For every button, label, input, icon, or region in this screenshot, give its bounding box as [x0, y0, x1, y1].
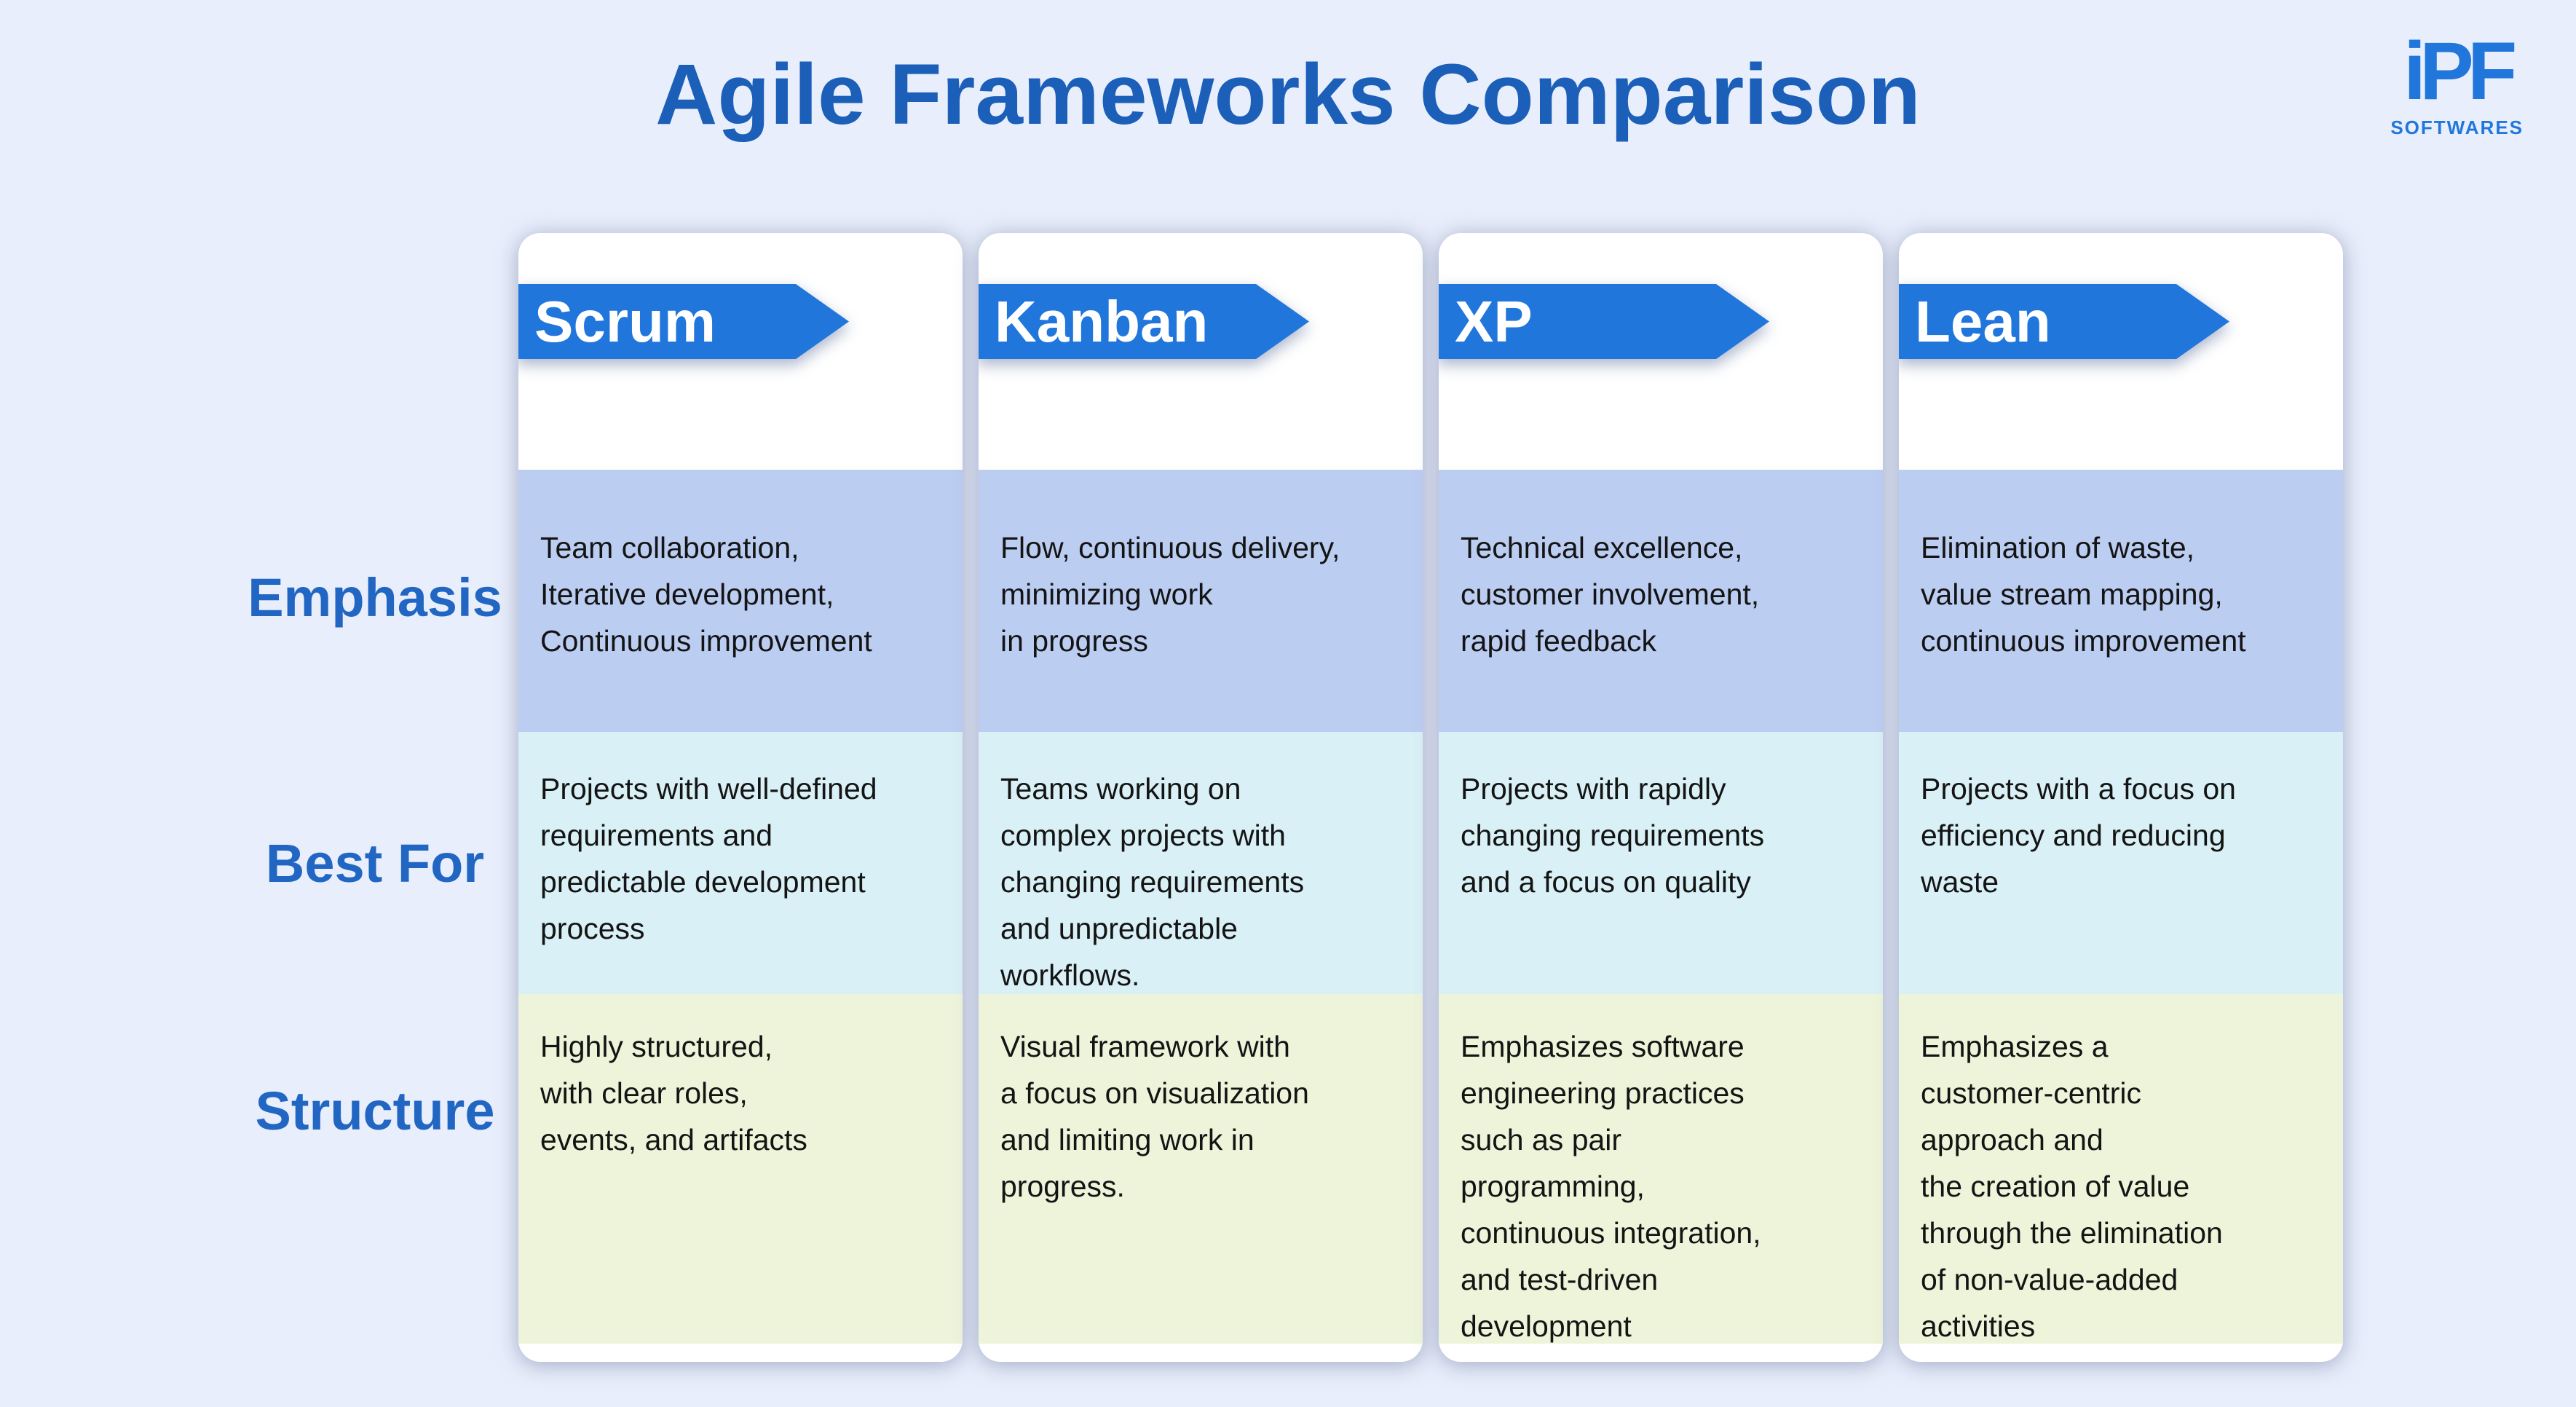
cell-xp-emphasis: Technical excellence, customer involveme…: [1439, 470, 1883, 732]
cell-lean-structure: Emphasizes a customer-centric approach a…: [1899, 994, 2343, 1344]
framework-name-kanban: Kanban: [995, 288, 1209, 354]
cell-lean-emphasis: Elimination of waste, value stream mappi…: [1899, 470, 2343, 732]
cell-kanban-emphasis: Flow, continuous delivery, minimizing wo…: [979, 470, 1423, 732]
cell-lean-best-for: Projects with a focus on efficiency and …: [1899, 732, 2343, 994]
framework-name-lean: Lean: [1915, 288, 2051, 354]
cell-scrum-structure: Highly structured, with clear roles, eve…: [518, 994, 963, 1344]
header-arrow-lean: Lean: [1899, 284, 2229, 359]
company-logo: iPF SOFTWARES: [2390, 25, 2524, 138]
cell-kanban-structure: Visual framework with a focus on visuali…: [979, 994, 1423, 1344]
logo-mark-icon: iPF: [2403, 25, 2517, 117]
card-scrum: Scrum Team collaboration, Iterative deve…: [518, 233, 963, 1362]
row-label-emphasis: Emphasis: [248, 567, 502, 628]
header-arrow-kanban: Kanban: [979, 284, 1309, 359]
cell-scrum-emphasis: Team collaboration, Iterative developmen…: [518, 470, 963, 732]
framework-name-xp: XP: [1455, 288, 1533, 354]
cell-xp-best-for: Projects with rapidly changing requireme…: [1439, 732, 1883, 994]
row-label-structure: Structure: [255, 1081, 495, 1141]
cell-scrum-best-for: Projects with well-defined requirements …: [518, 732, 963, 994]
card-xp: XP Technical excellence, customer involv…: [1439, 233, 1883, 1362]
row-label-best-for: Best For: [265, 833, 485, 894]
header-arrow-scrum: Scrum: [518, 284, 849, 359]
framework-name-scrum: Scrum: [534, 288, 716, 354]
page-title: Agile Frameworks Comparison: [655, 47, 1921, 143]
cell-xp-structure: Emphasizes software engineering practice…: [1439, 994, 1883, 1344]
cell-kanban-best-for: Teams working on complex projects with c…: [979, 732, 1423, 994]
card-lean: Lean Elimination of waste, value stream …: [1899, 233, 2343, 1362]
card-kanban: Kanban Flow, continuous delivery, minimi…: [979, 233, 1423, 1362]
header-arrow-xp: XP: [1439, 284, 1769, 359]
logo-subtext: SOFTWARES: [2390, 117, 2524, 138]
